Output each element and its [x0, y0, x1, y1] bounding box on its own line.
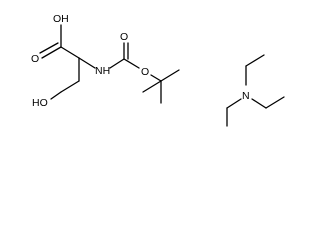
bond-n-ethyl-left [226, 98, 242, 109]
bond-carbonyl-o-ester [123, 58, 140, 69]
bond-ethyl-right-ch3 [265, 96, 285, 109]
triethylamine-molecule: N [226, 54, 285, 127]
bond-tbutyl-me1 [160, 69, 180, 82]
atom-label-amine-n: N [242, 90, 250, 102]
bond-ch2-ch2 [60, 80, 80, 93]
bond-n-ethyl-right [251, 98, 267, 109]
atom-label-carbamate-o-top: O [120, 31, 128, 43]
bond-alpha-c-carboxyl [60, 46, 80, 59]
bond-alpha-c-nh [78, 57, 96, 69]
bond-carboxyl-c-o-double [41, 46, 62, 59]
bond-ch2-oh [50, 91, 62, 100]
bond-tbutyl-me3 [142, 80, 162, 93]
bond-carboxyl-c-o-double-2 [39, 42, 59, 54]
chemical-structure-canvas: OH O NH O O HO N [31, 13, 285, 127]
atom-label-hydroxyl: HO [32, 97, 48, 109]
atom-label-acid-o: O [31, 53, 39, 65]
bond-o-tbutyl [150, 74, 162, 82]
atom-label-carbamate-o-ester: O [141, 66, 149, 78]
atom-label-amide-nh: NH [95, 65, 110, 77]
atom-label-acid-oh: OH [53, 13, 69, 25]
bond-ethyl-top-ch3 [245, 54, 265, 67]
boc-homoserine-molecule: OH O NH O O HO [31, 13, 180, 109]
bond-nh-carbonyl [109, 58, 125, 69]
